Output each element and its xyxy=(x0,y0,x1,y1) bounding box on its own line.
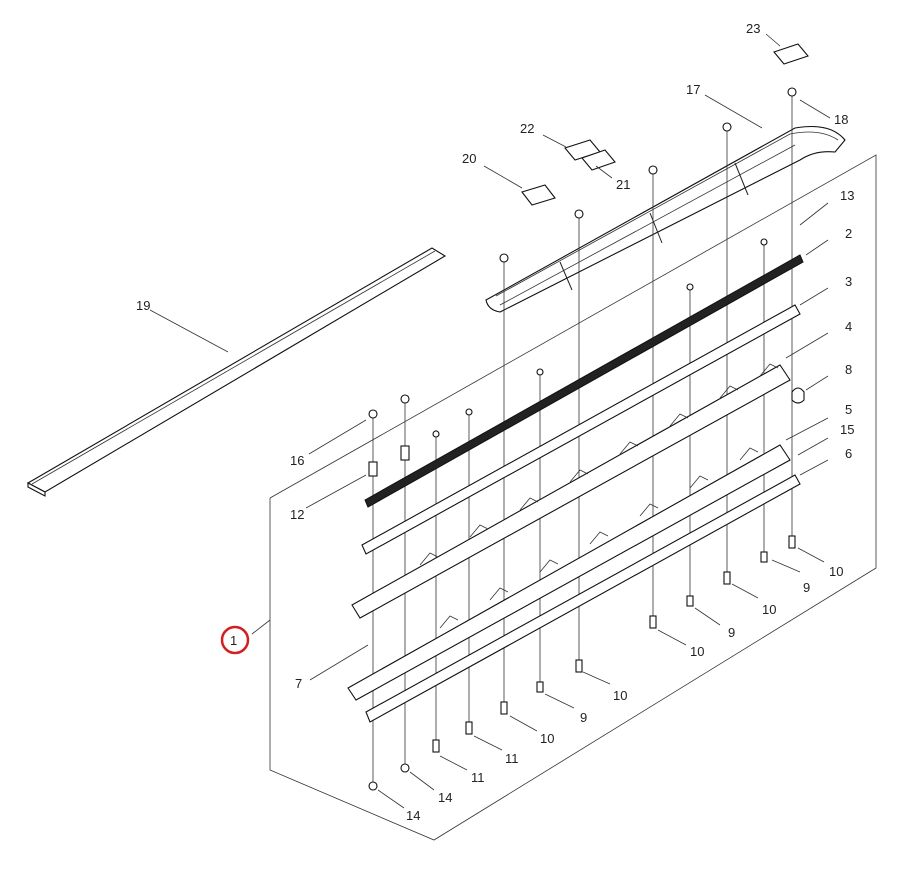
label-23 xyxy=(773,43,809,65)
callout-7[interactable]: 7 xyxy=(295,676,302,691)
callout-10c[interactable]: 10 xyxy=(690,644,704,659)
callout-6[interactable]: 6 xyxy=(845,446,852,461)
slotted-plate-6 xyxy=(365,474,801,723)
leader-lines xyxy=(149,33,831,809)
top-cover-17 xyxy=(485,125,846,313)
callout-15[interactable]: 15 xyxy=(840,422,854,437)
callout-21[interactable]: 21 xyxy=(616,177,630,192)
callout-10d[interactable]: 10 xyxy=(613,688,627,703)
callout-1-highlight xyxy=(220,625,250,655)
callout-20[interactable]: 20 xyxy=(462,151,476,166)
callout-14a[interactable]: 14 xyxy=(438,790,452,805)
assembly-box xyxy=(269,154,877,841)
callout-10b[interactable]: 10 xyxy=(762,602,776,617)
callout-13[interactable]: 13 xyxy=(840,188,854,203)
callout-14b[interactable]: 14 xyxy=(406,808,420,823)
plate-3 xyxy=(361,304,801,555)
blade-bar-2 xyxy=(364,254,804,508)
label-21 xyxy=(581,149,616,171)
callout-18[interactable]: 18 xyxy=(834,112,848,127)
callout-2[interactable]: 2 xyxy=(845,226,852,241)
upper-blade-4 xyxy=(351,363,791,619)
callout-11b[interactable]: 11 xyxy=(471,770,485,785)
callout-10a[interactable]: 10 xyxy=(829,564,843,579)
guard-bar-19 xyxy=(26,247,447,497)
callout-9a[interactable]: 9 xyxy=(803,580,810,595)
fasteners xyxy=(368,87,797,791)
lower-blade-5 xyxy=(347,444,791,701)
callout-19[interactable]: 19 xyxy=(136,298,150,313)
callout-22[interactable]: 22 xyxy=(520,121,534,136)
callout-4[interactable]: 4 xyxy=(845,319,852,334)
callout-23[interactable]: 23 xyxy=(746,21,760,36)
callout-12[interactable]: 12 xyxy=(290,507,304,522)
callout-9c[interactable]: 9 xyxy=(580,710,587,725)
callout-1[interactable]: 1 xyxy=(230,633,237,648)
callout-8[interactable]: 8 xyxy=(845,362,852,377)
callout-11a[interactable]: 11 xyxy=(505,751,519,766)
callout-16[interactable]: 16 xyxy=(290,453,304,468)
callout-10e[interactable]: 10 xyxy=(540,731,554,746)
callout-3[interactable]: 3 xyxy=(845,274,852,289)
callout-5[interactable]: 5 xyxy=(845,402,852,417)
clip-8 xyxy=(791,387,805,404)
callout-labels: 1 2 3 4 5 6 7 8 9 9 9 10 10 10 10 10 11 … xyxy=(136,21,854,823)
callout-9b[interactable]: 9 xyxy=(728,625,735,640)
callout-17[interactable]: 17 xyxy=(686,82,700,97)
label-20 xyxy=(521,184,556,206)
